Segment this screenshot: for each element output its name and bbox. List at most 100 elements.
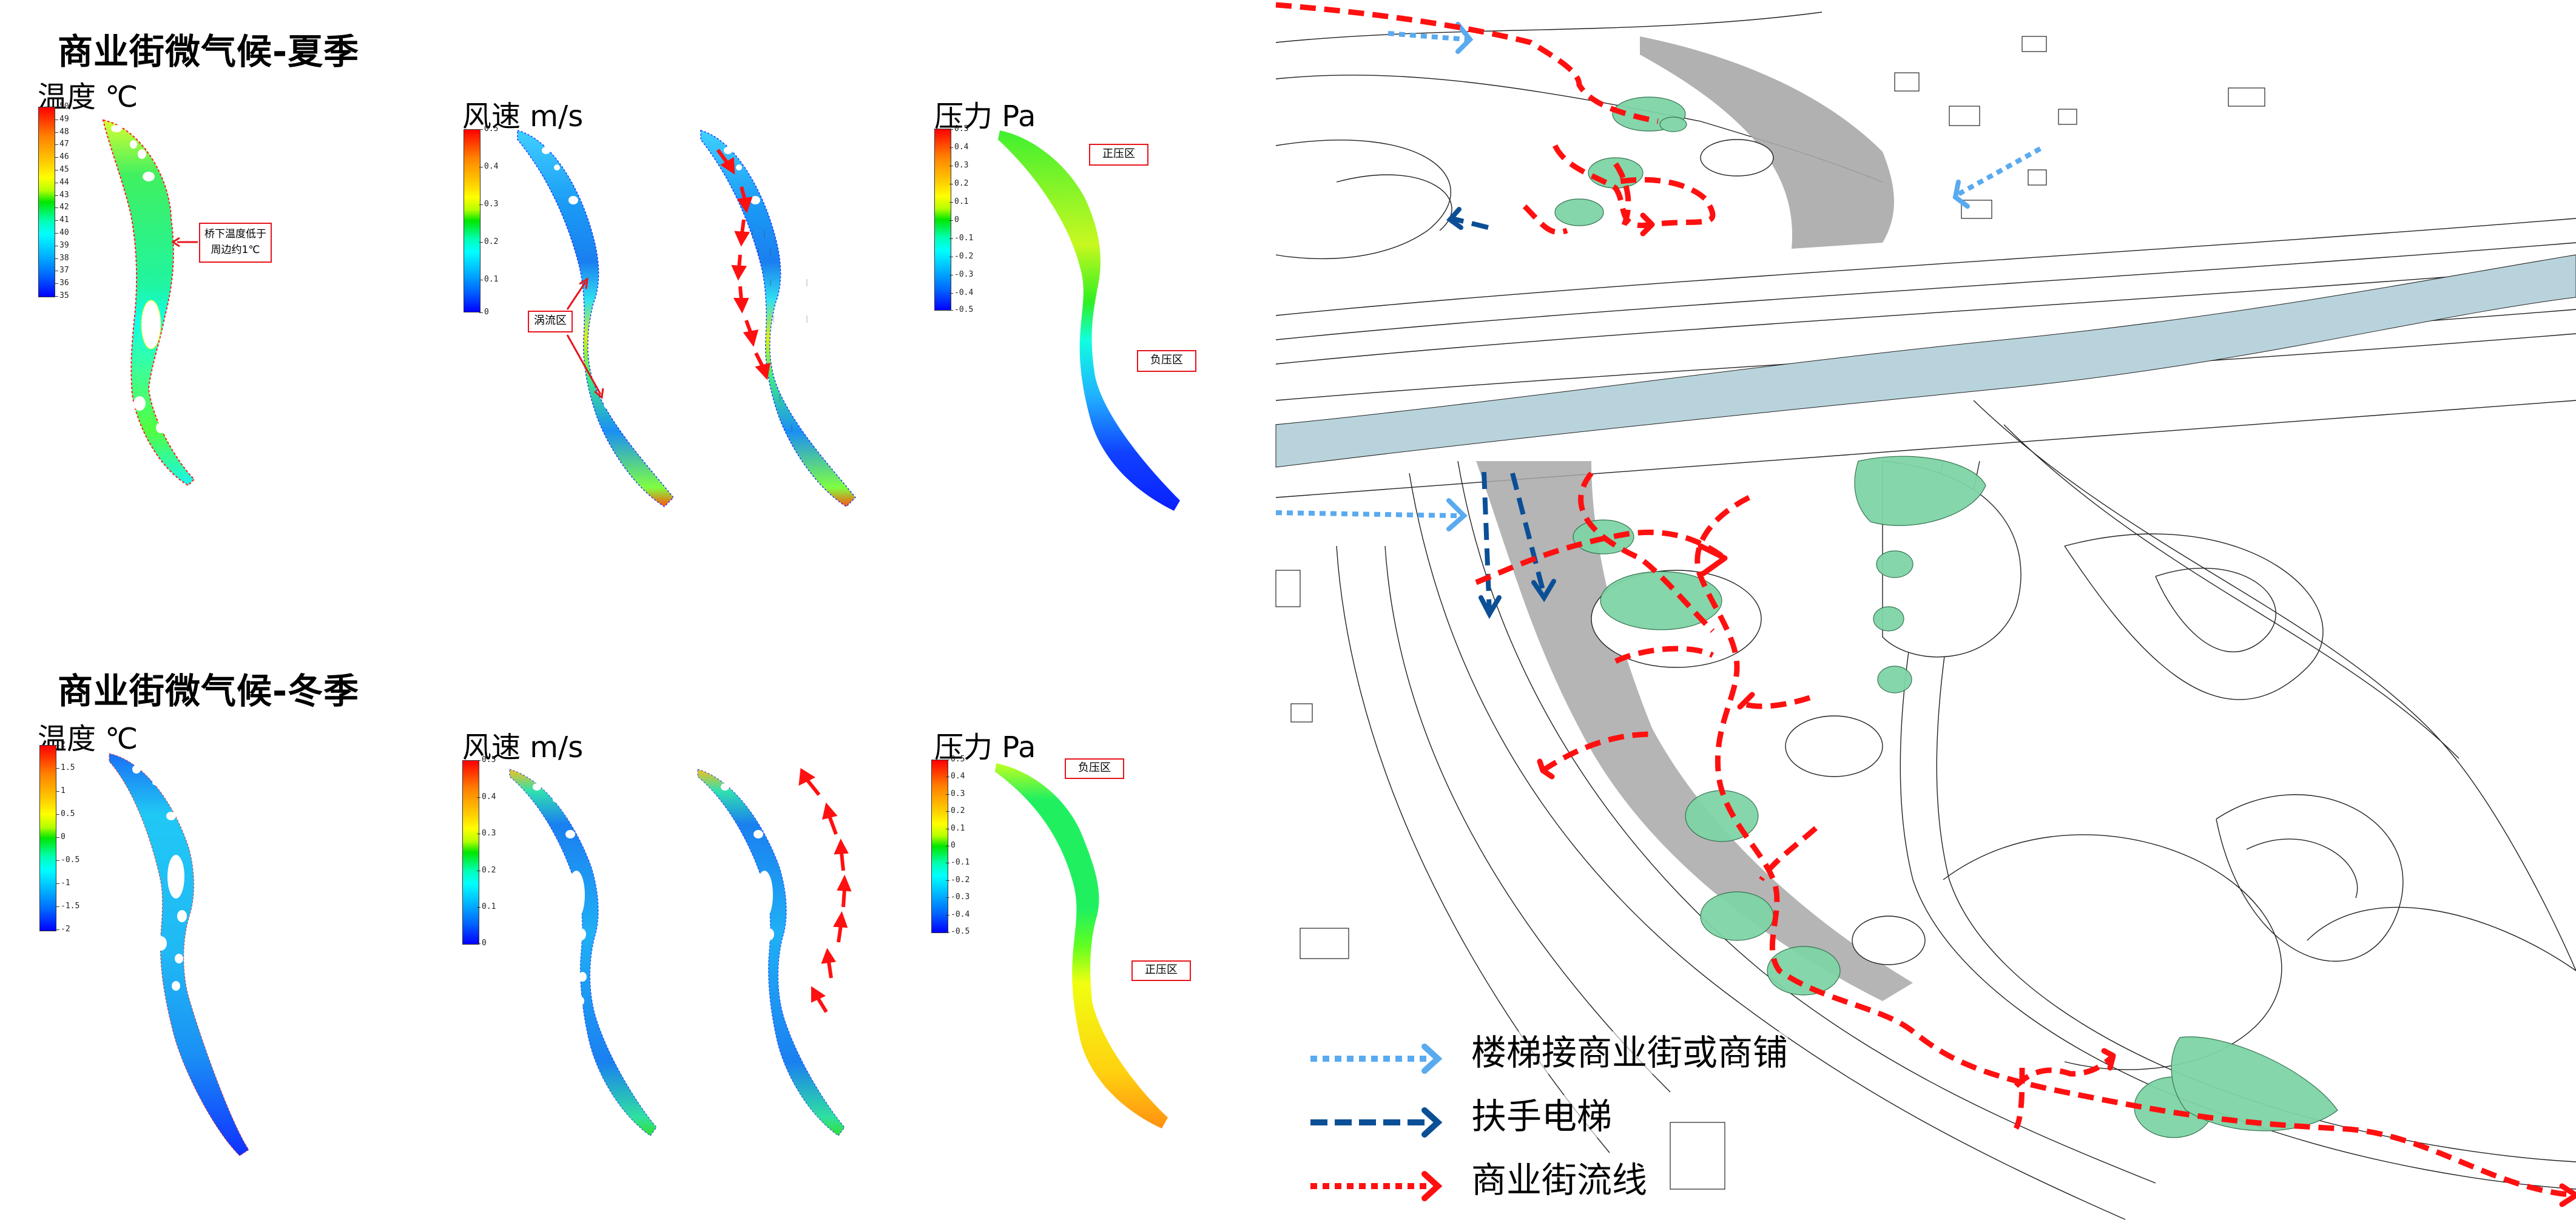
- winter-wind-label: 风速 m/s: [462, 730, 584, 764]
- tick: 0: [477, 939, 487, 948]
- tick: 36: [55, 278, 69, 288]
- winter-wind-direction-arrows: [798, 767, 852, 1013]
- legend-label-stair: 楼梯接商业街或商铺: [1471, 1031, 1789, 1074]
- river: [1275, 254, 2576, 468]
- escalator-route-icon: [1310, 1107, 1443, 1138]
- winter-wind-colorbar: [462, 760, 479, 945]
- tick: 0.5: [476, 755, 496, 764]
- tick: 0.3: [476, 829, 496, 838]
- summer-title: 商业街微气候-夏季: [58, 31, 360, 72]
- summer-pressure-field: [998, 130, 1180, 511]
- tick: 0.1: [476, 902, 496, 911]
- tick: 47: [55, 140, 69, 149]
- tick: 0.2: [945, 806, 965, 815]
- tick: 0.5: [945, 755, 965, 764]
- tick: 0.5: [949, 124, 969, 133]
- tick: 46: [55, 152, 69, 161]
- summer-pressure-colorbar: [934, 129, 951, 311]
- annotation-line-1: 桥下温度低于: [204, 228, 266, 240]
- tick: 39: [55, 241, 69, 250]
- tick: 0.1: [949, 197, 969, 206]
- annotation-line-2: 周边约1℃: [211, 244, 260, 256]
- tick: -0.3: [945, 892, 970, 902]
- tick: 44: [55, 178, 69, 187]
- tick: -0.5: [945, 927, 970, 936]
- tick: -0.5: [949, 305, 974, 314]
- winter-wind-ticks: 0.5 0.4 0.3 0.2 0.1 0: [476, 755, 506, 948]
- winter-pressure-negative-annotation: 负压区: [1065, 758, 1124, 779]
- winter-pressure-positive-annotation: 正压区: [1131, 960, 1191, 981]
- summer-wind-label: 风速 m/s: [462, 99, 584, 133]
- tick: 0: [479, 308, 489, 317]
- tick: -0.3: [949, 270, 974, 279]
- tick: 41: [55, 215, 69, 224]
- tick: -1.5: [55, 902, 80, 911]
- tick: 40: [55, 228, 69, 237]
- tick: 0.2: [476, 866, 496, 875]
- winter-temperature-field: [109, 753, 249, 1156]
- tick: 45: [55, 165, 69, 174]
- tick: 0.1: [945, 824, 965, 833]
- tick: -0.5: [55, 855, 80, 865]
- tick: 0.5: [55, 809, 75, 818]
- summer-wind-direction-arrows: [716, 149, 770, 380]
- tick: 38: [55, 254, 69, 263]
- tick: 0.3: [479, 200, 499, 209]
- summer-wind-colorbar: [464, 129, 480, 312]
- winter-temperature-colorbar: [39, 745, 56, 931]
- tick: -1: [56, 879, 70, 888]
- summer-temperature-annotation: 桥下温度低于 周边约1℃: [199, 223, 272, 263]
- tick: 2: [56, 740, 66, 749]
- tick: 0.4: [476, 792, 496, 801]
- summer-wind-vortex-annotation: 涡流区: [528, 311, 573, 332]
- tick: -0.1: [949, 234, 974, 243]
- commercial-route-icon: [1310, 1171, 1443, 1201]
- tick: 0.2: [479, 237, 499, 246]
- tick: 43: [55, 191, 69, 200]
- legend-label-commercial-route: 商业街流线: [1471, 1159, 1648, 1201]
- tick: 37: [55, 266, 69, 275]
- tick: 0: [946, 841, 956, 850]
- summer-temperature-ticks: 50 49 48 47 46 45 44 43 42 41 40 39 38 3…: [55, 102, 84, 300]
- summer-wind-ticks: 0.5 0.4 0.3 0.2 0.1 0: [479, 124, 508, 317]
- winter-temperature-ticks: 2 1.5 1 0.5 0 -0.5 -1 -1.5 -2: [55, 740, 85, 934]
- tick: 1.5: [55, 763, 75, 772]
- summer-pressure-negative-annotation: 负压区: [1137, 350, 1196, 372]
- tick: 0.3: [945, 789, 965, 798]
- tick: 49: [55, 115, 69, 124]
- tick: -0.2: [949, 252, 974, 261]
- tick: 50: [55, 102, 69, 111]
- tick: 1: [56, 786, 66, 795]
- summer-wind-vortex-arrows: [566, 277, 604, 399]
- summer-temperature-annotation-arrow: [171, 237, 198, 248]
- winter-pressure-field: [995, 763, 1168, 1128]
- winter-title: 商业街微气候-冬季: [58, 670, 360, 712]
- legend-label-escalator: 扶手电梯: [1471, 1095, 1613, 1138]
- summer-temperature-colorbar: [38, 107, 55, 297]
- summer-pressure-label: 压力 Pa: [934, 99, 1036, 133]
- tick: 35: [55, 291, 69, 300]
- summer-pressure-ticks: 0.5 0.4 0.3 0.2 0.1 0 -0.1 -0.2 -0.3 -0.…: [949, 124, 979, 314]
- stair-route-icon: [1310, 1044, 1443, 1074]
- tick: 48: [55, 127, 69, 137]
- tick: 0.1: [479, 275, 499, 284]
- tick: 0.4: [479, 162, 499, 171]
- tick: -0.2: [945, 875, 970, 885]
- tick: 0.3: [949, 161, 969, 170]
- summer-temperature-field: [102, 119, 195, 487]
- winter-pressure-label: 压力 Pa: [934, 730, 1036, 764]
- winter-pressure-ticks: 0.5 0.4 0.3 0.2 0.1 0 -0.1 -0.2 -0.3 -0.…: [945, 755, 975, 936]
- summer-pressure-positive-annotation: 正压区: [1089, 144, 1148, 166]
- tick: -0.1: [945, 858, 970, 867]
- tick: 0.4: [945, 772, 965, 781]
- tick: 0: [56, 832, 66, 841]
- tick: -0.4: [945, 910, 970, 919]
- tick: 0: [949, 215, 959, 224]
- site-plan-map: [1275, 0, 2576, 1231]
- summer-wind-field: [517, 130, 857, 507]
- tick: 42: [55, 203, 69, 212]
- tick: 0.2: [949, 179, 969, 188]
- winter-wind-field: [509, 769, 845, 1136]
- tick: -0.4: [949, 288, 974, 297]
- tick: -2: [56, 925, 70, 934]
